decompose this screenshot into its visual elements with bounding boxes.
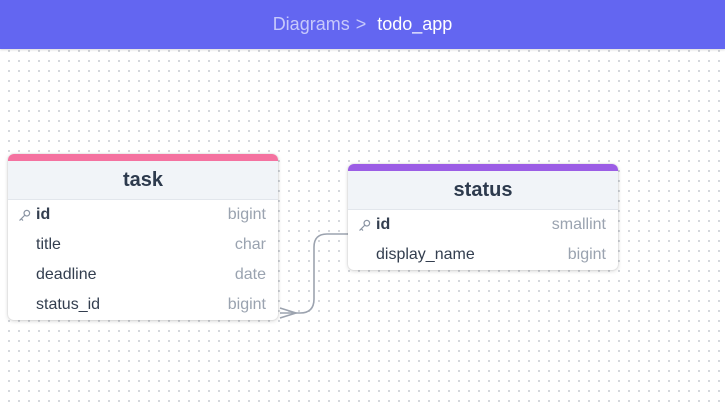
column-name: status_id	[36, 296, 101, 313]
table-task-title: task	[8, 161, 278, 200]
table-status-columns: id smallint display_name bigint	[348, 210, 618, 270]
table-status-accent	[348, 164, 618, 171]
column-name: deadline	[36, 266, 97, 283]
breadcrumb-current-diagram: todo_app	[377, 14, 453, 34]
breadcrumb-separator: >	[355, 14, 367, 34]
breadcrumb-diagrams-link[interactable]: Diagrams	[272, 14, 350, 34]
table-status[interactable]: status id smallint display_name bigint	[348, 164, 618, 270]
column-name: title	[36, 236, 61, 253]
key-icon	[358, 219, 376, 232]
column-type: bigint	[227, 296, 266, 313]
column-row-task-status-id[interactable]: status_id bigint	[8, 290, 278, 320]
column-row-task-deadline[interactable]: deadline date	[8, 260, 278, 290]
column-name: id	[36, 206, 51, 223]
table-task-accent	[8, 154, 278, 161]
table-task[interactable]: task id bigint title char deadline date …	[8, 154, 278, 320]
column-row-status-id[interactable]: id smallint	[348, 210, 618, 240]
column-type: bigint	[567, 246, 606, 263]
column-row-task-id[interactable]: id bigint	[8, 200, 278, 230]
column-type: smallint	[551, 216, 606, 233]
column-row-task-title[interactable]: title char	[8, 230, 278, 260]
relation-line	[280, 233, 348, 314]
column-type: bigint	[227, 206, 266, 223]
top-bar: Diagrams > todo_app	[0, 0, 725, 49]
crow-foot-marker	[279, 307, 299, 319]
table-status-title: status	[348, 171, 618, 210]
table-task-columns: id bigint title char deadline date statu…	[8, 200, 278, 320]
column-type: char	[234, 236, 266, 253]
column-name: display_name	[376, 246, 475, 263]
column-type: date	[234, 266, 266, 283]
column-row-status-display-name[interactable]: display_name bigint	[348, 240, 618, 270]
column-name: id	[376, 216, 391, 233]
key-icon	[18, 209, 36, 222]
